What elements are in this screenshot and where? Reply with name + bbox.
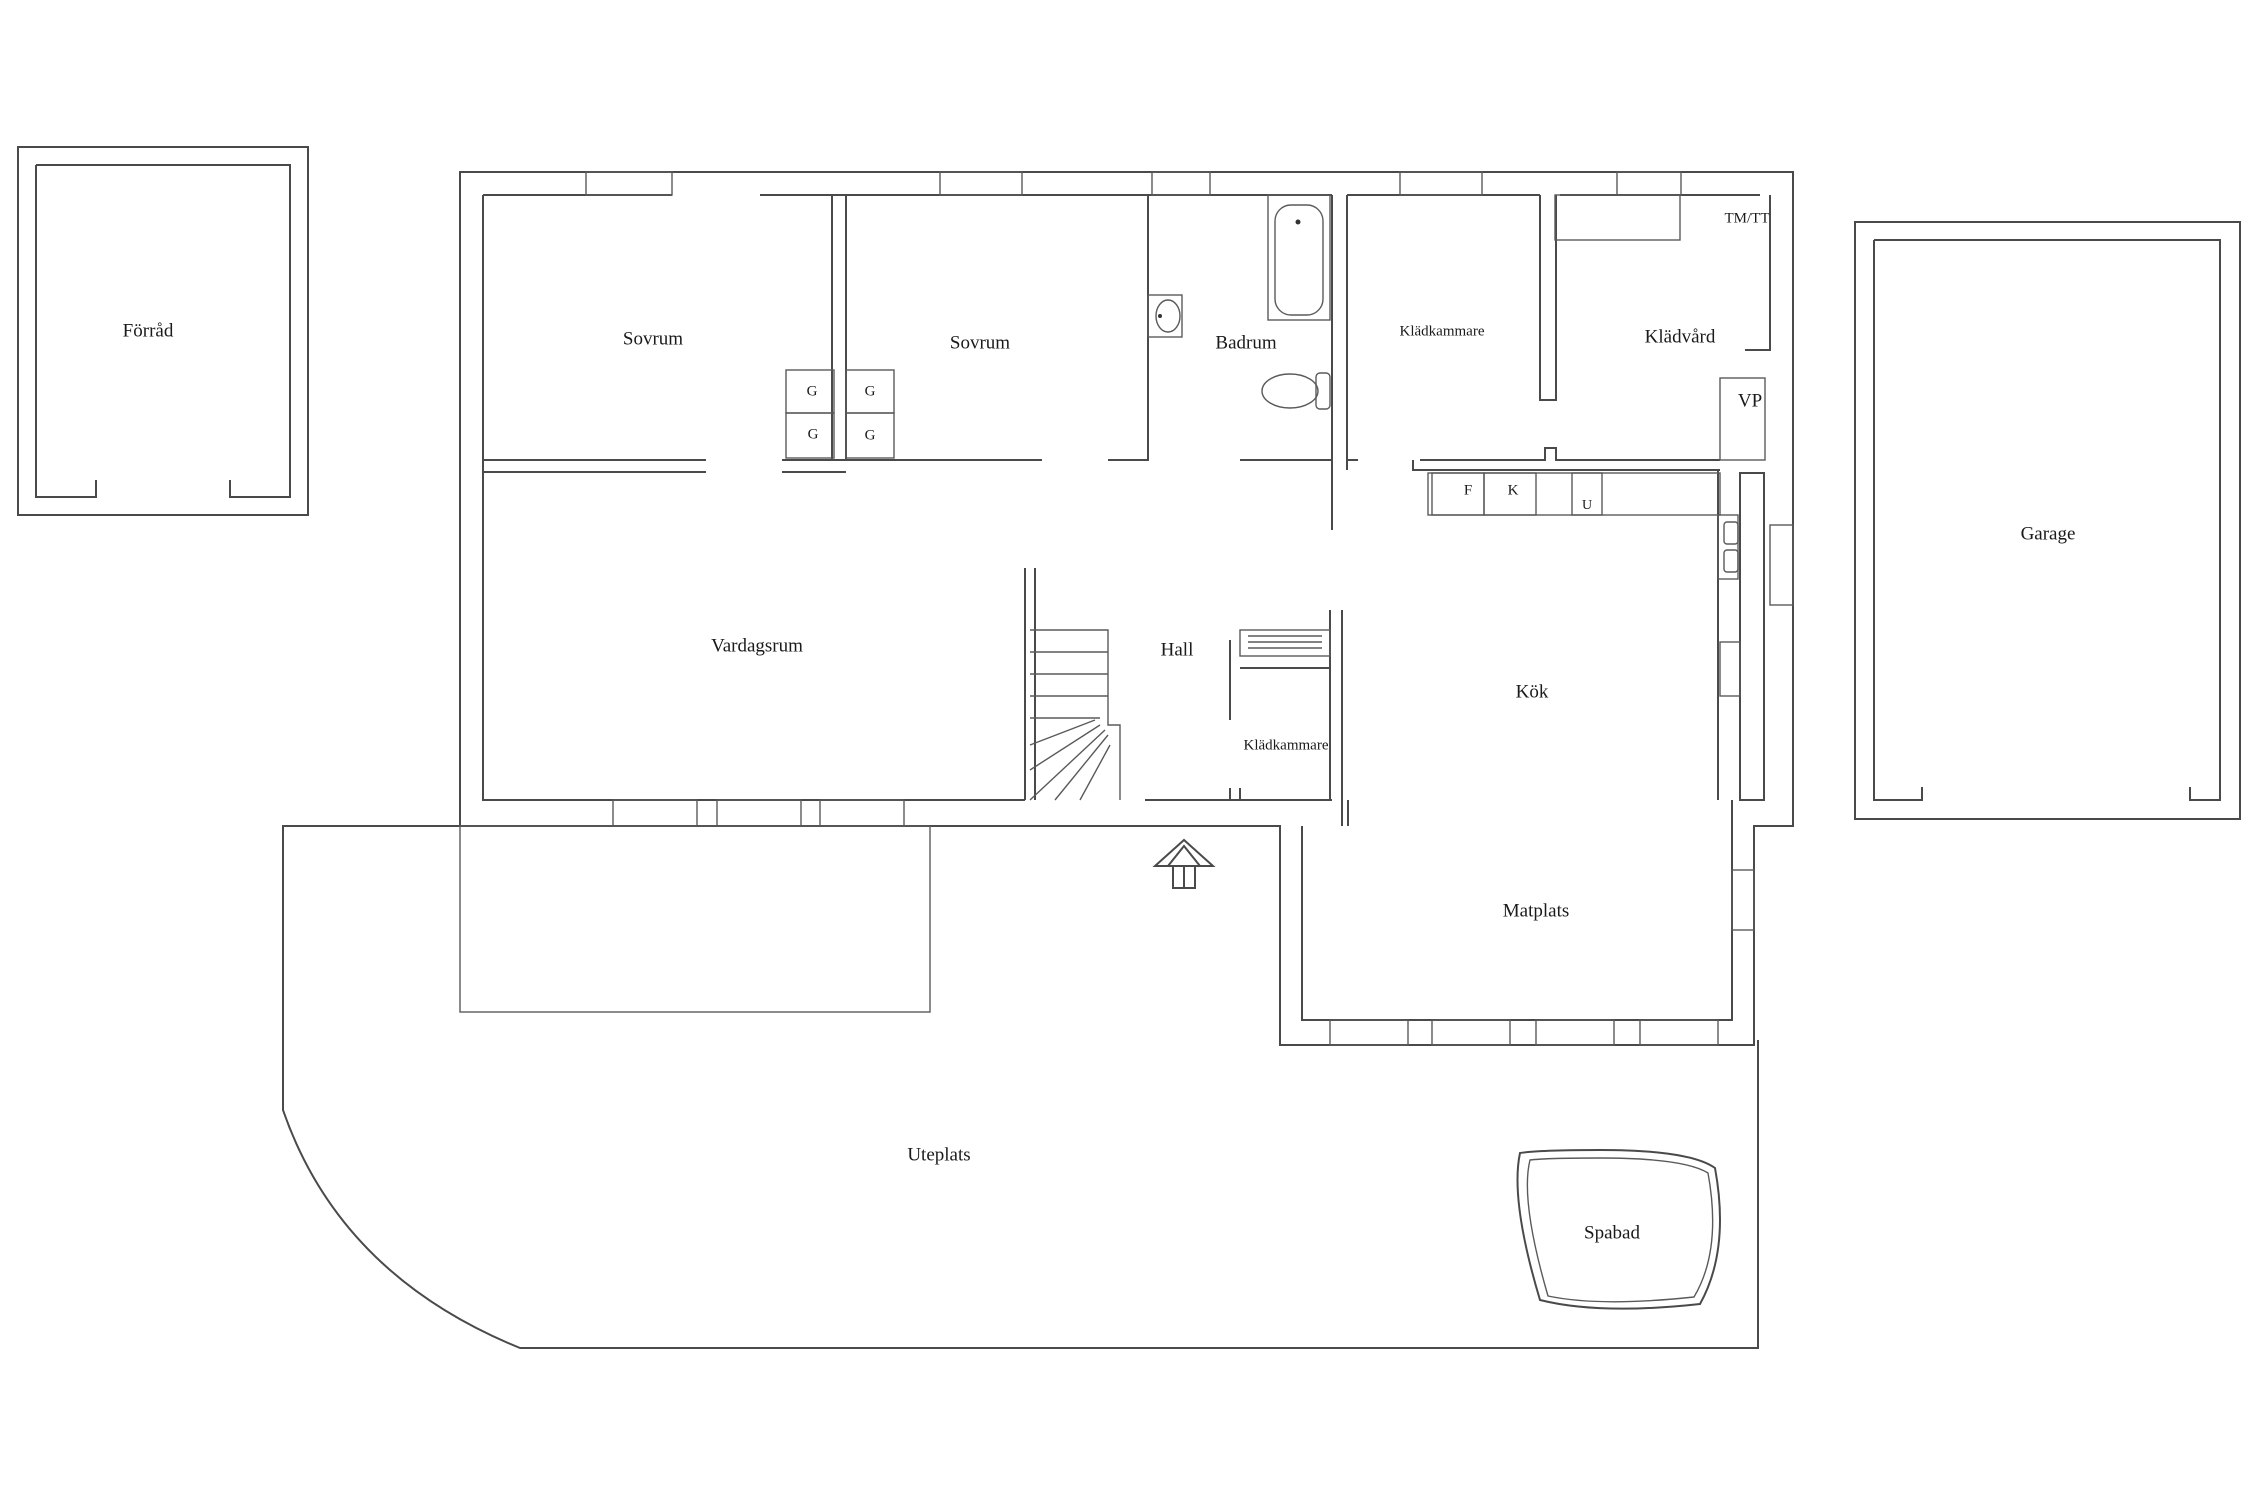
terrace-slab [459, 825, 931, 1013]
label-kladvard: Klädvård [1645, 326, 1716, 347]
label-vardagsrum: Vardagsrum [711, 635, 803, 656]
radiator [1239, 629, 1331, 657]
storage-building [17, 146, 309, 516]
toilet [1261, 372, 1331, 410]
label-sovrum-2: Sovrum [950, 332, 1010, 353]
label-badrum: Badrum [1215, 332, 1276, 353]
label-uteplats: Uteplats [907, 1144, 970, 1165]
label-wardrobe-3: G [865, 383, 876, 399]
label-kladkammare-1: Klädkammare [1400, 323, 1485, 339]
interior-walls [483, 194, 1760, 826]
label-sovrum-1: Sovrum [623, 328, 683, 349]
label-kok: Kök [1516, 681, 1549, 702]
house-outer-walls [459, 171, 1794, 1046]
label-tm-tt: TM/TT [1725, 210, 1770, 226]
sink [1147, 294, 1183, 338]
garage-building [1854, 221, 2241, 820]
label-vp: VP [1738, 390, 1762, 411]
kitchen-sink [1723, 521, 1739, 573]
label-garage: Garage [2021, 523, 2076, 544]
spa-tub [1516, 1148, 1721, 1310]
label-wardrobe-2: G [808, 426, 819, 442]
patio-outline [282, 825, 1759, 1349]
entrance-arrow-outline [1152, 838, 1216, 889]
bathtub [1267, 194, 1331, 321]
label-hall: Hall [1161, 639, 1194, 660]
label-spabad: Spabad [1584, 1222, 1640, 1243]
label-wardrobe-4: G [865, 427, 876, 443]
staircase [1029, 629, 1121, 801]
label-matplats: Matplats [1503, 900, 1570, 921]
kitchen-counters [1427, 194, 1766, 801]
label-forrad: Förråd [123, 320, 174, 341]
wardrobes [785, 369, 895, 459]
label-oven: U [1582, 498, 1592, 513]
label-wardrobe-1: G [807, 383, 818, 399]
label-kladkammare-2: Klädkammare [1244, 737, 1329, 753]
windows [585, 171, 1794, 1046]
label-freezer: F [1464, 482, 1472, 498]
label-fridge: K [1508, 482, 1519, 498]
appliances [1431, 472, 1603, 516]
radiator-lines [1248, 635, 1322, 649]
